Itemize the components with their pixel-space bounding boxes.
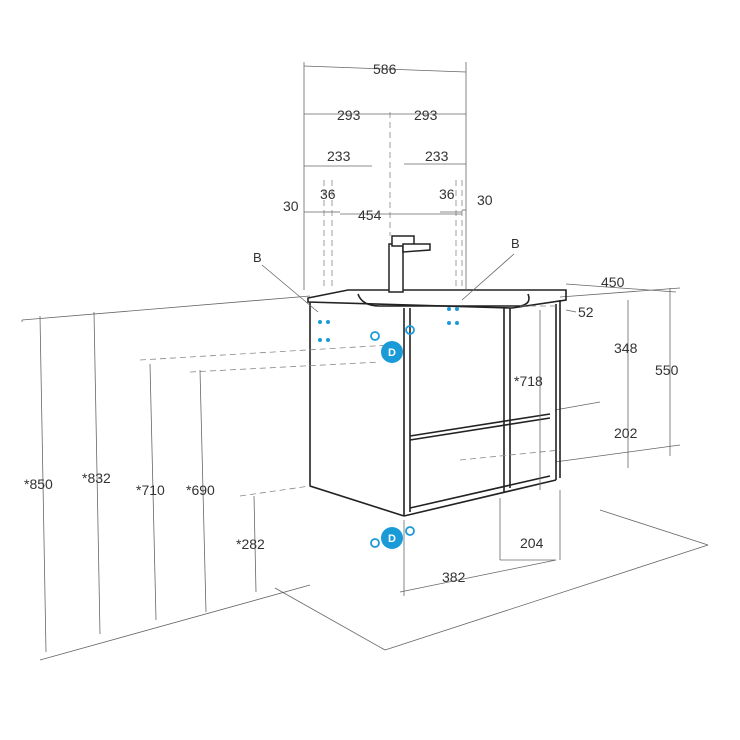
drain-marker-upper	[370, 325, 415, 363]
dim-drain-offset: 382	[442, 569, 466, 585]
b-leaders	[261, 253, 515, 313]
dim-half-left: 293	[337, 107, 361, 123]
dim-floor-to-basin: *832	[82, 470, 111, 486]
dim-edge-left: 30	[283, 198, 299, 214]
drain-label-lower: D	[388, 533, 396, 545]
dim-basin-thickness: 52	[578, 304, 594, 320]
dim-upper-height: 348	[614, 340, 638, 356]
fixing-points-left	[318, 320, 330, 342]
fixing-point-label-right: B	[511, 236, 520, 251]
dim-floor-to-top: *850	[24, 476, 53, 492]
dim-floor-to-fixing: *710	[136, 482, 165, 498]
dim-half-right: 293	[414, 107, 438, 123]
dim-depth: 450	[601, 274, 625, 290]
fixing-points-right	[447, 307, 459, 325]
dim-floor-to-bottom: *282	[236, 536, 265, 552]
top-dimension-lines	[303, 62, 467, 290]
dim-drain-side: 204	[520, 535, 544, 551]
dim-overall-width: 586	[373, 61, 397, 77]
dim-offset-right: 36	[439, 186, 455, 202]
dim-inner-left: 233	[327, 148, 351, 164]
dim-lower-height: 202	[614, 425, 638, 441]
drain-marker-lower	[370, 526, 415, 549]
dim-total-height: 550	[655, 362, 679, 378]
guide-lines	[139, 112, 561, 497]
fixing-point-label-left: B	[253, 250, 262, 265]
dim-bowl-width: 454	[358, 207, 382, 223]
bottom-dimension-lines	[399, 498, 557, 596]
drain-label-upper: D	[388, 347, 396, 359]
dim-floor-to-fixing-low: *690	[186, 482, 215, 498]
dim-offset-left: 36	[320, 186, 336, 202]
dim-inner-right: 233	[425, 148, 449, 164]
dim-drawer-height: *718	[514, 373, 543, 389]
faucet-icon	[388, 235, 431, 293]
reference-planes	[21, 287, 709, 661]
dim-edge-right: 30	[477, 192, 493, 208]
left-dimension-lines	[39, 311, 257, 653]
vanity-cabinet	[307, 289, 567, 517]
dimension-labels: 586 293 293 233 233 30 36 36 30 454 450 …	[24, 61, 679, 585]
right-dimension-lines	[539, 283, 677, 560]
